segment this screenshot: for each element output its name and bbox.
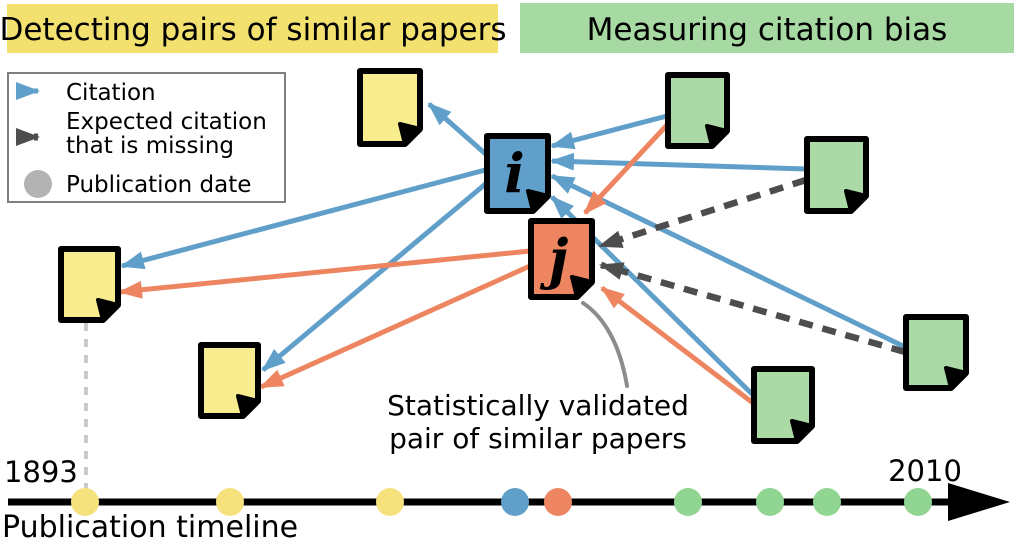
paper-fold-icon (236, 394, 260, 418)
paper-fold-icon (844, 189, 868, 213)
citation-green-top-to-i (550, 113, 668, 150)
missing-citation-green-right-to-j (598, 176, 807, 250)
citation-green-right-to-i (550, 152, 807, 172)
legend-citation-label: Citation (66, 80, 156, 106)
citation-green-bottom-to-j (600, 286, 755, 405)
banner-detecting-pairs-label: Detecting pairs of similar papers (0, 12, 507, 48)
annotation-pointer-curve (581, 301, 629, 388)
citation-j-to-yellow-bottom (259, 263, 532, 390)
timeline-dot-0-yellow_dot (71, 488, 99, 516)
timeline-dot-5-green_dot (674, 488, 702, 516)
timeline-dot-2-yellow_dot (376, 488, 404, 516)
timeline-dot-7-green_dot (813, 488, 841, 516)
edges-layer (118, 102, 907, 405)
paper-fold-icon (96, 298, 120, 322)
legend: Citation Expected citation that is missi… (7, 72, 286, 203)
paper-node-yellow-bottom (198, 342, 261, 419)
citation-i-to-yellow-top (427, 102, 491, 159)
paper-node-paper-j: j (528, 218, 595, 300)
legend-pubdate-label: Publication date (66, 172, 251, 198)
paper-fold-icon (570, 275, 594, 299)
citation-green-far-right-to-i (550, 173, 907, 350)
timeline: 1893 2010 Publication timeline (2, 454, 1010, 544)
paper-fold-icon (790, 419, 814, 443)
paper-node-green-far-right (903, 314, 969, 391)
legend-box (7, 72, 286, 203)
citation-green-top-to-j (583, 123, 669, 215)
timeline-dots (71, 488, 932, 516)
paper-fold-icon (705, 124, 729, 148)
timeline-caption: Publication timeline (2, 510, 298, 544)
publication-date-icon (24, 170, 52, 198)
timeline-dot-8-green_dot (904, 488, 932, 516)
citation-i-to-yellow-bottom (261, 179, 491, 372)
paper-fold-icon (526, 189, 550, 213)
banner-detecting-pairs (7, 4, 498, 53)
timeline-arrowhead-icon (948, 483, 1010, 521)
paper-fold-icon (944, 366, 968, 390)
paper-node-green-right (804, 136, 869, 214)
missing-citation-green-far-right-to-j (599, 261, 906, 356)
citation-j-to-yellow-left (118, 248, 531, 299)
paper-node-paper-i: i (484, 133, 551, 214)
annotation-line1: Statistically validated (387, 389, 689, 422)
paper-node-green-top (665, 72, 730, 149)
legend-missing-label-line2: that is missing (66, 133, 234, 159)
banner-measuring-bias (520, 3, 1014, 53)
papers-layer: ij (58, 68, 969, 444)
timeline-end-year: 2010 (888, 454, 962, 488)
timeline-dot-6-green_dot (756, 488, 784, 516)
paper-node-yellow-top (357, 68, 423, 147)
paper-label-paper-i: i (504, 142, 525, 206)
legend-missing-label-line1: Expected citation (66, 109, 267, 135)
paper-fold-icon (398, 122, 422, 146)
annotation-line2: pair of similar papers (389, 422, 687, 455)
paper-node-green-bottom (751, 366, 815, 444)
timeline-dot-3-blue (501, 488, 529, 516)
citation-i-to-yellow-left (120, 166, 490, 270)
timeline-dot-4-orange (544, 488, 572, 516)
timeline-dot-1-yellow_dot (216, 488, 244, 516)
banners: Detecting pairs of similar papers Measur… (0, 3, 1014, 53)
annotation: Statistically validated pair of similar … (387, 389, 689, 455)
banner-measuring-bias-label: Measuring citation bias (587, 12, 948, 48)
paper-node-yellow-left (58, 246, 121, 323)
timeline-start-year: 1893 (4, 455, 78, 489)
